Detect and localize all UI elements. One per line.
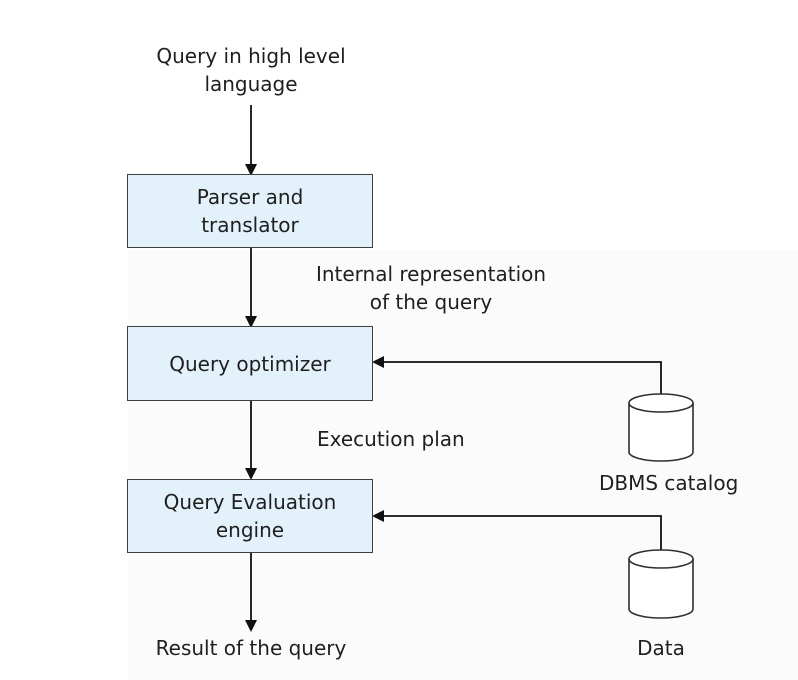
parser-line-1: Parser and — [196, 185, 304, 209]
dbms-catalog-label: DBMS catalog — [599, 471, 739, 495]
evaluation-line-2: engine — [215, 518, 285, 542]
data-label: Data — [637, 636, 685, 660]
parser-line-2: translator — [201, 213, 299, 237]
dbms-catalog-icon — [628, 393, 694, 462]
catalog-to-optimizer-arrow — [372, 356, 662, 399]
query-optimizer-label: Query optimizer — [169, 351, 331, 376]
parser-translator-box: Parser and translator — [127, 174, 373, 248]
internal-rep-line-1: Internal representation — [315, 262, 547, 286]
internal-representation-label: Internal representation of the query — [300, 260, 562, 316]
parser-translator-label: Parser and translator — [197, 183, 304, 239]
query-evaluation-engine-box: Query Evaluation engine — [127, 479, 373, 553]
evaluation-line-1: Query Evaluation — [163, 490, 337, 514]
input-label: Query in high level language — [146, 42, 356, 98]
data-to-engine-arrow — [372, 510, 662, 554]
internal-rep-line-2: of the query — [369, 290, 493, 314]
query-optimizer-box: Query optimizer — [127, 326, 373, 401]
input-label-line-1: Query in high level — [156, 44, 346, 68]
query-evaluation-engine-label: Query Evaluation engine — [164, 488, 337, 544]
data-icon — [628, 549, 694, 619]
execution-plan-label: Execution plan — [317, 427, 465, 451]
result-label: Result of the query — [155, 636, 347, 660]
input-label-line-2: language — [204, 72, 298, 96]
